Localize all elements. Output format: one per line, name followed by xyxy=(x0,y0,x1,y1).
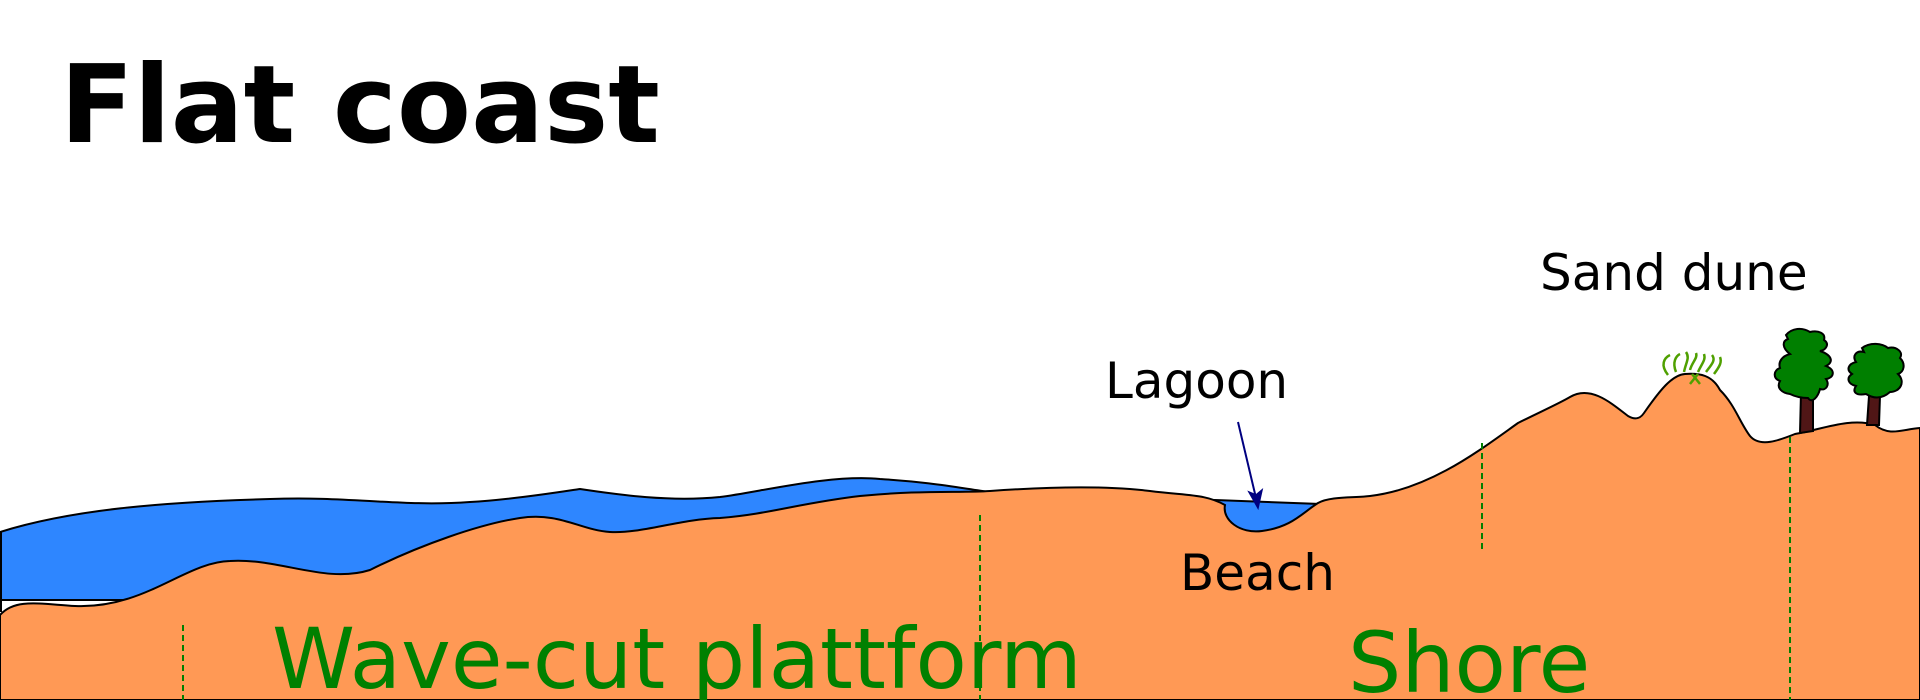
page-title: Flat coast xyxy=(60,43,660,168)
dune-grass-icon xyxy=(1662,351,1722,385)
zone-label-wave-cut-platform: Wave-cut plattform xyxy=(272,610,1082,700)
tree-icon xyxy=(1773,327,1834,435)
sand-dune-label: Sand dune xyxy=(1540,244,1808,302)
zone-label-shore: Shore xyxy=(1348,614,1590,700)
land-profile xyxy=(0,372,1920,700)
beach-label: Beach xyxy=(1180,544,1335,602)
lagoon-label: Lagoon xyxy=(1105,352,1288,410)
lagoon-arrow-icon xyxy=(1237,421,1264,511)
tree-icon xyxy=(1847,342,1905,426)
